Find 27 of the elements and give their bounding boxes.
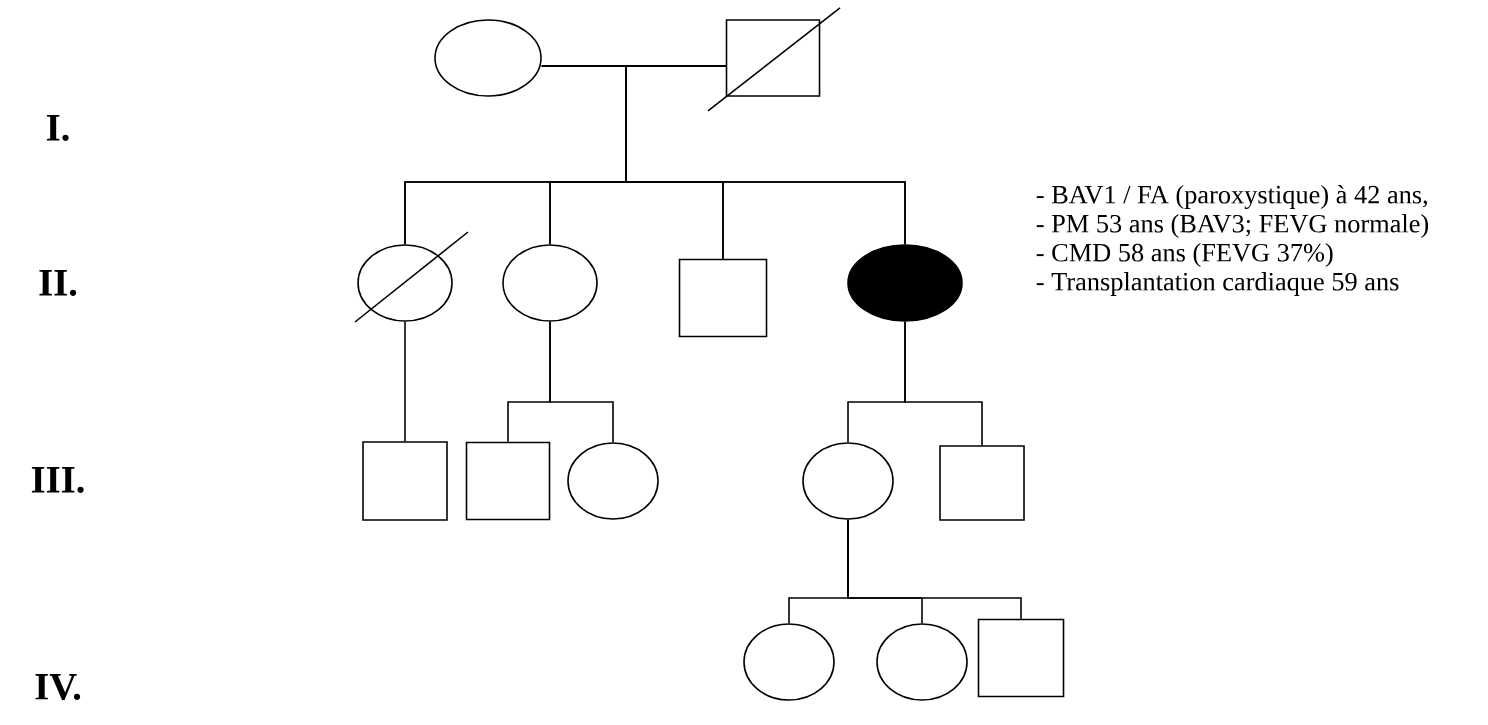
descent-line bbox=[549, 321, 614, 443]
generation-label: I. bbox=[46, 115, 69, 141]
male-symbol bbox=[678, 258, 768, 338]
generation-label: II. bbox=[39, 270, 77, 296]
generation-label: III. bbox=[31, 467, 84, 493]
descent-line bbox=[847, 519, 1022, 620]
descent-line bbox=[404, 321, 406, 442]
annotation-text: - Transplantation cardiaque 59 ans bbox=[1036, 272, 1399, 296]
descent-line bbox=[625, 65, 906, 245]
male-symbol bbox=[977, 618, 1065, 698]
female-symbol bbox=[502, 244, 598, 322]
male-symbol bbox=[465, 441, 551, 521]
annotation-text: - BAV1 / FA (paroxystique) à 42 ans, bbox=[1036, 185, 1428, 209]
female-symbol bbox=[434, 19, 542, 97]
female-symbol bbox=[802, 442, 894, 520]
female-symbol bbox=[876, 623, 968, 701]
male-symbol bbox=[362, 441, 448, 521]
crossed-male-symbol bbox=[707, 7, 841, 112]
annotation-text: - PM 53 ans (BAV3; FEVG normale) bbox=[1036, 214, 1429, 238]
filled-female-symbol bbox=[847, 244, 963, 322]
crossed-female-symbol bbox=[354, 231, 469, 323]
female-symbol bbox=[743, 623, 835, 701]
annotation-text: - CMD 58 ans (FEVG 37%) bbox=[1036, 243, 1333, 267]
male-symbol bbox=[939, 445, 1025, 521]
descent-line bbox=[904, 321, 983, 446]
generation-label: IV. bbox=[35, 674, 81, 700]
female-symbol bbox=[567, 442, 659, 520]
